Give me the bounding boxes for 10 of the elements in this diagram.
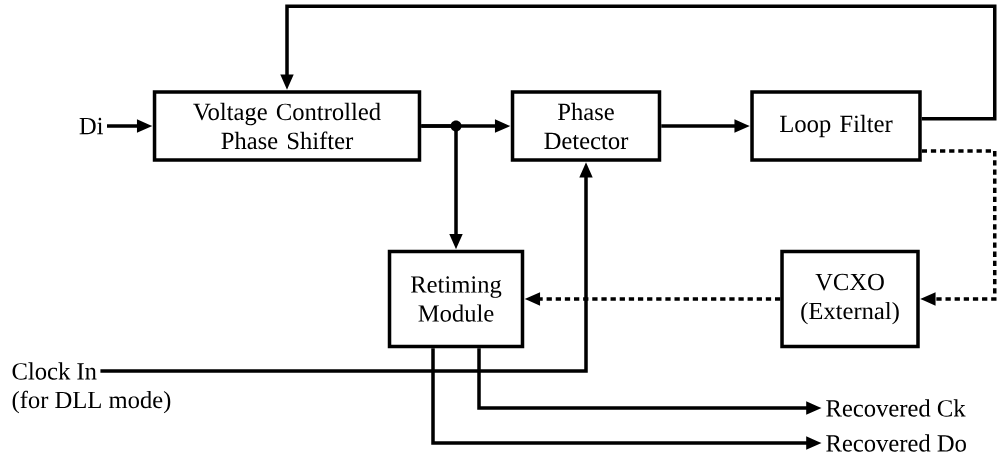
block-box: Retiming Module — [387, 249, 525, 349]
block-box: Loop Filter — [750, 90, 922, 162]
signal-label: Clock In — [12, 362, 97, 380]
signal-label: Recovered Do — [826, 434, 966, 452]
block-box: Voltage Controlled Phase Shifter — [152, 90, 422, 162]
signal-label: Di — [79, 117, 103, 135]
signal-label: Recovered Ck — [826, 399, 966, 417]
block-box: VCXO (External) — [780, 249, 920, 349]
block-box: Phase Detector — [510, 90, 662, 162]
caption-text: (for DLL mode) — [12, 390, 171, 414]
